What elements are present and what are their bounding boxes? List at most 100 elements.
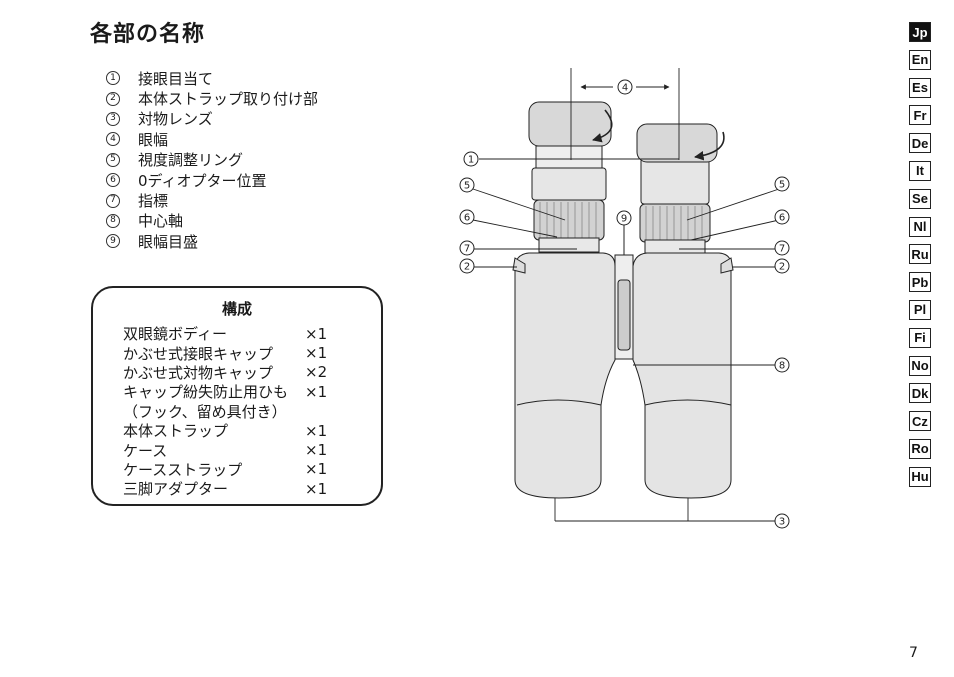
part-label: 本体ストラップ取り付け部 [138,90,319,109]
contents-row: 双眼鏡ボディー ×1 [123,324,345,344]
callout-7-right: 7 [774,240,790,256]
item-name: 三脚アダプター [123,480,229,499]
callout-9-label: 9 [621,214,627,225]
tab-lang-fr[interactable]: Fr [909,105,931,126]
callout-6-right: 6 [774,209,790,225]
left-eyecup [528,101,612,147]
contents-row: かぶせ式接眼キャップ×1 [123,343,345,363]
item-quantity: ×1 [305,421,328,440]
item-quantity: ×1 [305,344,328,363]
callout-1: 1 [463,151,479,167]
tab-lang-jp[interactable]: Jp [909,22,931,42]
tab-lang-es[interactable]: Es [909,77,931,98]
callout-4-label: 4 [622,83,628,94]
language-tabs: Jp En Es Fr De It Se Nl Ru Pb Pl Fi No D… [909,22,931,495]
item-name: ケース [123,441,168,460]
page-title: 各部の名称 [90,22,206,47]
callout-6-left: 6 [459,209,475,225]
callout-5-left: 5 [459,177,475,193]
list-item: 5 視度調整リング [104,150,318,170]
tab-lang-nl[interactable]: Nl [909,216,931,237]
tab-lang-it[interactable]: It [909,160,931,181]
contents-list: 双眼鏡ボディー ×1 かぶせ式接眼キャップ×1 かぶせ式対物キャップ ×2 キャップ… [123,324,345,499]
item-quantity: ×1 [305,324,328,343]
callout-3: 3 [774,513,790,529]
list-item: 8 中心軸 [104,211,318,231]
item-name: ケースストラップ [123,460,243,479]
callout-7-right-label: 7 [779,244,785,255]
part-label: 接眼目当て [138,69,214,88]
callout-2-right-label: 2 [779,262,785,273]
item-name: かぶせ式対物キャップ [123,363,274,382]
callout-5-right: 5 [774,176,790,192]
callout-number: 9 [106,234,120,249]
part-label: 対物レンズ [138,110,213,129]
contents-row: ケースストラップ ×1 [123,460,345,479]
part-label: 視度調整リング [138,151,244,170]
callout-8-label: 8 [779,361,785,372]
item-quantity: ×1 [305,479,328,498]
callout-5-right-label: 5 [779,180,785,191]
callout-3-label: 3 [779,517,785,528]
list-item: 4 眼幅 [104,129,318,149]
item-quantity: ×1 [305,441,328,460]
part-label: 中心軸 [138,212,184,231]
right-eyecup [636,123,718,163]
strap-lug-left [512,257,526,274]
part-label: 眼幅目盛 [138,232,199,251]
item-name: 双眼鏡ボディー [123,325,227,344]
left-diopter-ring [533,199,605,241]
tab-lang-fi[interactable]: Fi [909,327,931,348]
callout-number: 4 [106,132,120,147]
tab-lang-de[interactable]: De [909,133,931,154]
list-item: 3 対物レンズ [104,109,318,129]
right-diopter-ring [639,203,711,243]
tab-lang-dk[interactable]: Dk [909,383,931,404]
contents-row: 三脚アダプター ×1 [123,479,345,499]
callout-number: 8 [106,213,120,228]
tab-lang-pb[interactable]: Pb [909,272,931,293]
callout-7-left: 7 [459,240,475,256]
callout-number: 2 [106,91,120,106]
item-name: （フック、留め具付き） [123,402,287,421]
center-hinge [614,225,634,360]
part-label: 0ディオプター位置 [138,171,267,190]
tab-lang-ro[interactable]: Ro [909,438,931,459]
list-item: 1 接眼目当て [104,68,318,88]
callout-2-right: 2 [774,258,790,274]
callout-number: 7 [106,193,120,208]
list-item: 9 眼幅目盛 [104,231,318,251]
page-number: 7 [909,645,918,661]
tab-lang-en[interactable]: En [909,49,931,70]
tab-lang-no[interactable]: No [909,355,931,376]
part-label: 眼幅 [138,130,169,149]
callout-2-left: 2 [459,258,475,274]
callout-2-left-label: 2 [464,262,470,273]
item-quantity: ×2 [305,363,328,382]
tab-lang-cz[interactable]: Cz [909,411,931,432]
callout-6-right-label: 6 [779,213,785,224]
tab-lang-ru[interactable]: Ru [909,244,931,265]
callout-number: 1 [106,71,120,86]
item-quantity: ×1 [305,460,328,479]
contents-row: キャップ紛失防止用ひも×1 [123,382,345,402]
item-name: キャップ紛失防止用ひも [123,383,289,402]
callout-7-left-label: 7 [464,244,470,255]
right-barrel [632,123,734,499]
tab-lang-hu[interactable]: Hu [909,466,931,487]
callout-9: 9 [616,210,632,226]
callout-number: 3 [106,111,120,126]
list-item: 6 0ディオプター位置 [104,170,318,190]
package-contents-box: 構成 双眼鏡ボディー×1 かぶせ式接眼キャップ×1 かぶせ式対物キャップ×2 キ… [91,286,383,506]
left-barrel [512,101,616,499]
list-item: 2 本体ストラップ取り付け部 [104,88,318,108]
callout-number: 5 [106,152,120,167]
contents-row: （フック、留め具付き） [123,402,345,421]
tab-lang-se[interactable]: Se [909,188,931,209]
callout-1-label: 1 [468,155,474,166]
tab-lang-pl[interactable]: Pl [909,299,931,320]
callout-number: 6 [106,173,120,188]
callout-4: 4 [617,79,633,95]
callout-5-left-label: 5 [464,181,470,192]
